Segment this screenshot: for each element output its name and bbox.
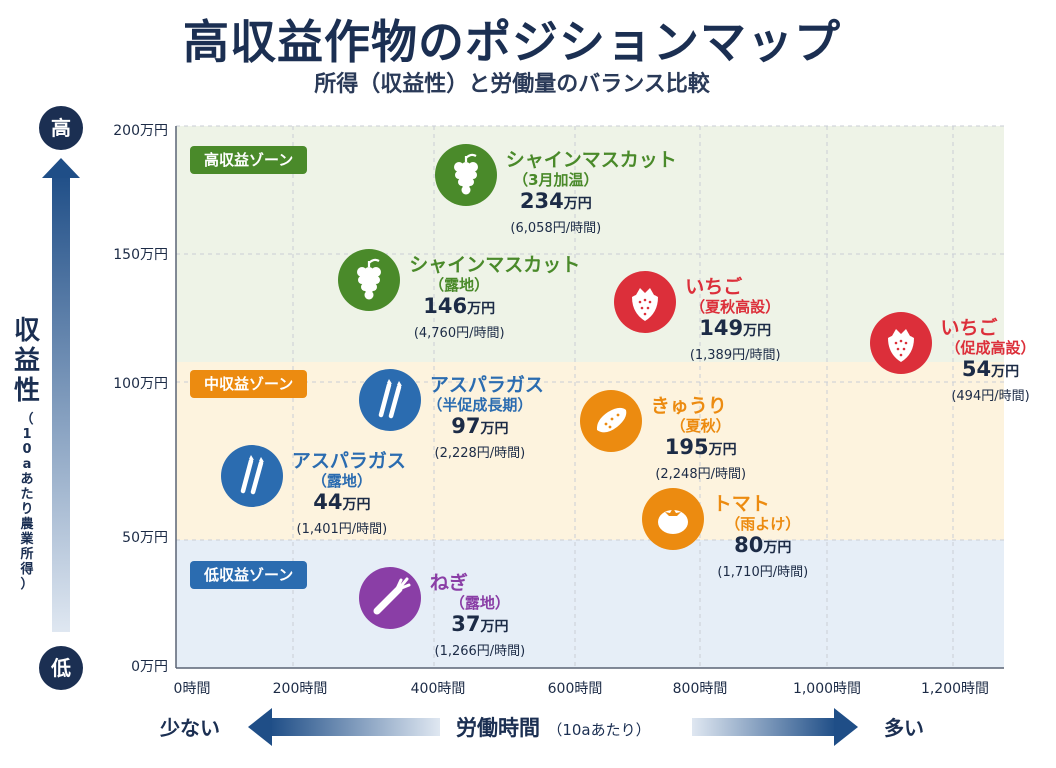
crop-name: アスパラガス [429, 373, 544, 396]
x-tick-1000: 1,000時間 [792, 681, 862, 697]
strawberry-icon [614, 271, 677, 334]
chart-plot [42, 125, 1004, 746]
crop-hourly-rate: (2,248円/時間) [655, 467, 747, 483]
grapes-icon [338, 249, 401, 312]
crop-variant: （雨よけ） [725, 514, 801, 533]
x-axis-arrow-right [692, 718, 836, 736]
crop-variant: （露地） [429, 276, 490, 295]
tomato-icon [641, 487, 704, 550]
x-tick-600: 600時間 [547, 681, 603, 697]
zone-label-low: 低収益ゾーン [190, 561, 308, 589]
leek-icon [358, 566, 421, 629]
crop-variant: （夏秋） [670, 417, 731, 436]
crop-hourly-rate: (1,266円/時間) [434, 643, 526, 659]
crop-income-unit: 万円 [342, 496, 371, 513]
crop-income-value: 44 [313, 489, 343, 514]
x-axis-title-main: 労働時間 [456, 716, 540, 740]
grapes-icon [434, 143, 497, 206]
crop-income: 97万円 [415, 414, 545, 438]
zone-low-bg [176, 540, 1004, 668]
crop-name: いちご [940, 316, 998, 339]
crop-hourly-rate: (1,710円/時間) [717, 564, 809, 580]
crop-hourly-rate: (1,389円/時間) [689, 348, 781, 364]
crop-variant: （露地） [449, 593, 510, 612]
crop-variant: （促成高設） [945, 338, 1036, 357]
x-axis-title-sub: （10aあたり） [547, 721, 651, 739]
y-tick-100: 100万円 [113, 376, 168, 392]
asparagus-icon [220, 444, 283, 507]
crop-variant: （夏秋高設） [690, 298, 781, 317]
zone-label-high: 高収益ゾーン [190, 146, 308, 174]
x-axis-title: 労働時間 （10aあたり） [456, 712, 651, 742]
cucumber-icon [579, 390, 642, 453]
crop-income-value: 37 [451, 611, 481, 636]
crop-variant: （露地） [311, 471, 372, 490]
strawberry-icon [869, 311, 932, 374]
crop-name: きゅうり [650, 395, 727, 418]
crop-income: 149万円 [670, 316, 800, 340]
crop-income-value: 234 [519, 188, 564, 213]
x-tick-0: 0時間 [173, 681, 211, 697]
y-axis-low-badge: 低 [39, 646, 83, 690]
zone-high-bg [176, 126, 1004, 362]
crop-income: 234万円 [491, 189, 621, 213]
x-axis-arrow-left [270, 718, 440, 736]
y-tick-0: 0万円 [131, 659, 168, 675]
crop-hourly-rate: (4,760円/時間) [413, 326, 505, 342]
crop-name: シャインマスカット [505, 148, 677, 171]
page-title: 高収益作物のポジションマップ [183, 15, 841, 69]
crop-hourly-rate: (2,228円/時間) [434, 445, 526, 461]
x-tick-400: 400時間 [410, 681, 466, 697]
y-axis-arrow [52, 172, 70, 632]
crop-income-unit: 万円 [480, 420, 509, 437]
crop-income: 80万円 [698, 533, 828, 557]
crop-income: 195万円 [636, 435, 766, 459]
crop-income-unit: 万円 [708, 442, 737, 459]
x-tick-200: 200時間 [272, 681, 328, 697]
y-axis-high-badge: 高 [39, 106, 83, 150]
y-axis-title: 収益性 [14, 316, 41, 406]
crop-income-unit: 万円 [763, 539, 792, 556]
crop-name: シャインマスカット [409, 254, 581, 277]
crop-income-value: 97 [451, 413, 481, 438]
crop-income-unit: 万円 [743, 323, 772, 340]
crop-income: 37万円 [415, 612, 545, 636]
y-tick-150: 150万円 [113, 247, 168, 263]
crop-name: アスパラガス [291, 449, 406, 472]
asparagus-icon [358, 368, 421, 431]
crop-income: 54万円 [926, 357, 1056, 381]
zone-mid-bg [176, 362, 1004, 540]
crop-hourly-rate: (494円/時間) [951, 388, 1030, 404]
x-tick-800: 800時間 [672, 681, 728, 697]
crop-income: 44万円 [277, 490, 407, 514]
crop-name: トマト [712, 492, 770, 515]
crop-variant: （半促成長期） [427, 395, 533, 414]
zone-label-mid: 中収益ゾーン [190, 370, 308, 398]
crop-income-unit: 万円 [480, 618, 509, 635]
crop-income-value: 54 [961, 356, 992, 381]
crop-income-unit: 万円 [467, 301, 496, 318]
x-axis-right-label: 多い [884, 716, 924, 740]
crop-hourly-rate: (1,401円/時間) [296, 521, 388, 537]
x-tick-1200: 1,200時間 [920, 681, 990, 697]
y-tick-50: 50万円 [122, 530, 168, 546]
crop-income-unit: 万円 [991, 363, 1020, 380]
x-axis-left-label: 少ない [160, 716, 220, 740]
crop-income-value: 149 [699, 316, 744, 341]
crop-hourly-rate: (6,058円/時間) [510, 220, 602, 236]
crop-variant: （3月加温） [513, 170, 599, 189]
crop-name: ねぎ [429, 571, 468, 594]
crop-income-value: 195 [664, 435, 709, 460]
crop-name: いちご [685, 276, 743, 299]
page-subtitle: 所得（収益性）と労働量のバランス比較 [314, 72, 710, 97]
crop-income-unit: 万円 [563, 195, 592, 212]
crop-income-value: 146 [423, 294, 468, 319]
crop-income-value: 80 [734, 532, 764, 557]
crop-income: 146万円 [394, 294, 524, 318]
y-tick-200: 200万円 [113, 123, 168, 139]
